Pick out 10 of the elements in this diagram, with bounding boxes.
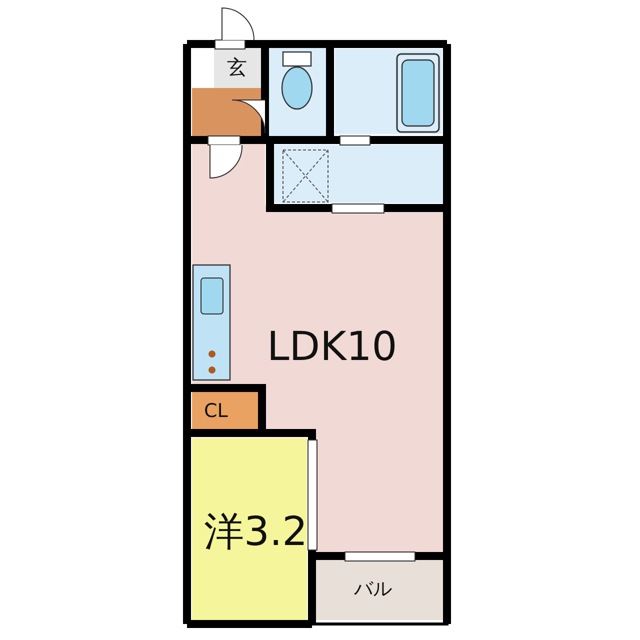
- entrance-label-panel: [214, 48, 262, 88]
- room-label: LDK10: [267, 327, 398, 367]
- room-label: 玄: [227, 57, 247, 77]
- room-label: CL: [204, 402, 228, 421]
- room-label: バル: [354, 580, 392, 599]
- balcony-box: [314, 560, 443, 620]
- bathroom-box: [335, 49, 442, 134]
- bedroom-box: [192, 438, 307, 620]
- room-label: 洋3.2: [204, 512, 308, 552]
- washroom-box: [274, 145, 443, 203]
